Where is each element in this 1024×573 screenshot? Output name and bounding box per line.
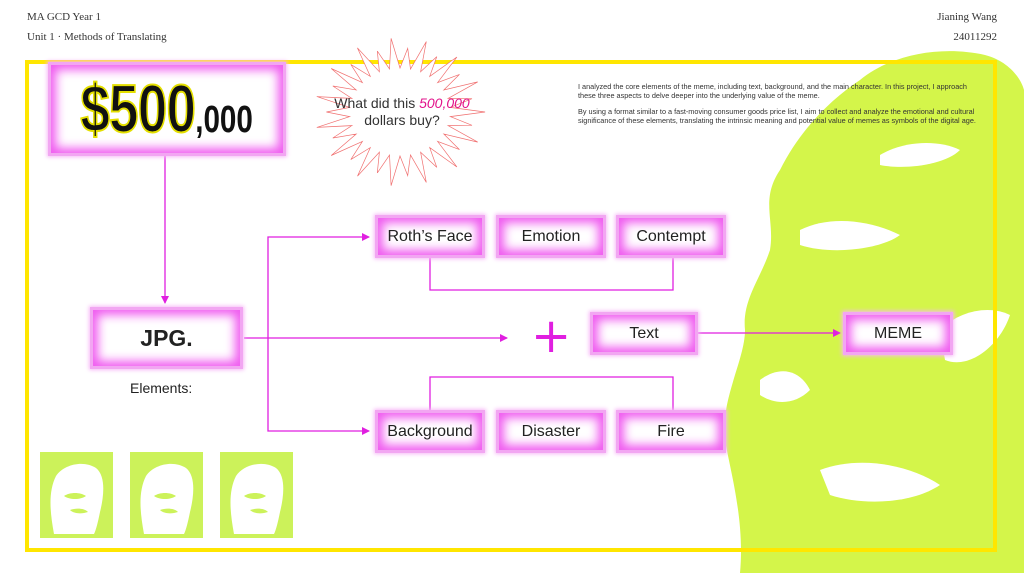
roths-face-label: Roth’s Face xyxy=(387,227,473,245)
emotion-label: Emotion xyxy=(521,227,581,245)
emotion-box: Emotion xyxy=(496,215,606,258)
text-box: Text xyxy=(590,312,698,355)
meme-label: MEME xyxy=(874,324,922,342)
background-label: Background xyxy=(387,422,473,440)
student-id: 24011292 xyxy=(953,31,997,43)
burst-after: dollars buy? xyxy=(364,112,440,128)
intro-text: I analyzed the core elements of the meme… xyxy=(578,82,978,131)
unit-label: Unit 1 · Methods of Translating xyxy=(27,31,167,43)
bracket-bottom-row xyxy=(429,376,674,410)
contempt-label: Contempt xyxy=(636,227,706,245)
disaster-box: Disaster xyxy=(496,410,606,453)
price-main: $500 xyxy=(80,70,197,148)
price-amount: $500,000 xyxy=(80,70,254,148)
plus-sign: + xyxy=(531,308,572,364)
intro-paragraph-2: By using a format similar to a fast-movi… xyxy=(578,106,976,125)
arrow-to-bottom-row xyxy=(267,338,370,435)
fire-label: Fire xyxy=(657,422,685,440)
text-label: Text xyxy=(629,324,659,342)
price-tail: ,000 xyxy=(195,99,254,141)
bracket-top-row xyxy=(429,258,674,291)
course-label: MA GCD Year 1 xyxy=(27,11,101,23)
price-box: $500,000 xyxy=(48,62,286,156)
fire-box: Fire xyxy=(616,410,726,453)
burst-highlight: 500,000 xyxy=(419,95,470,111)
background-box: Background xyxy=(375,410,485,453)
face-thumbnail-2 xyxy=(130,452,203,538)
roths-face-box: Roth’s Face xyxy=(375,215,485,258)
meme-box: MEME xyxy=(843,312,953,355)
jpg-box: JPG. xyxy=(90,307,243,369)
contempt-box: Contempt xyxy=(616,215,726,258)
elements-label: Elements: xyxy=(130,380,193,396)
arrow-to-top-row xyxy=(267,233,370,338)
intro-paragraph-1: I analyzed the core elements of the meme… xyxy=(578,82,967,101)
disaster-label: Disaster xyxy=(521,422,581,440)
author-name: Jianing Wang xyxy=(937,11,997,23)
jpg-label: JPG. xyxy=(140,324,193,351)
burst-question: What did this 500,000 dollars buy? xyxy=(322,95,482,129)
face-thumbnail-3 xyxy=(220,452,293,538)
starburst-icon xyxy=(316,38,486,186)
yellow-frame xyxy=(25,60,997,552)
burst-before: What did this xyxy=(334,95,420,111)
face-thumbnail-1 xyxy=(40,452,113,538)
